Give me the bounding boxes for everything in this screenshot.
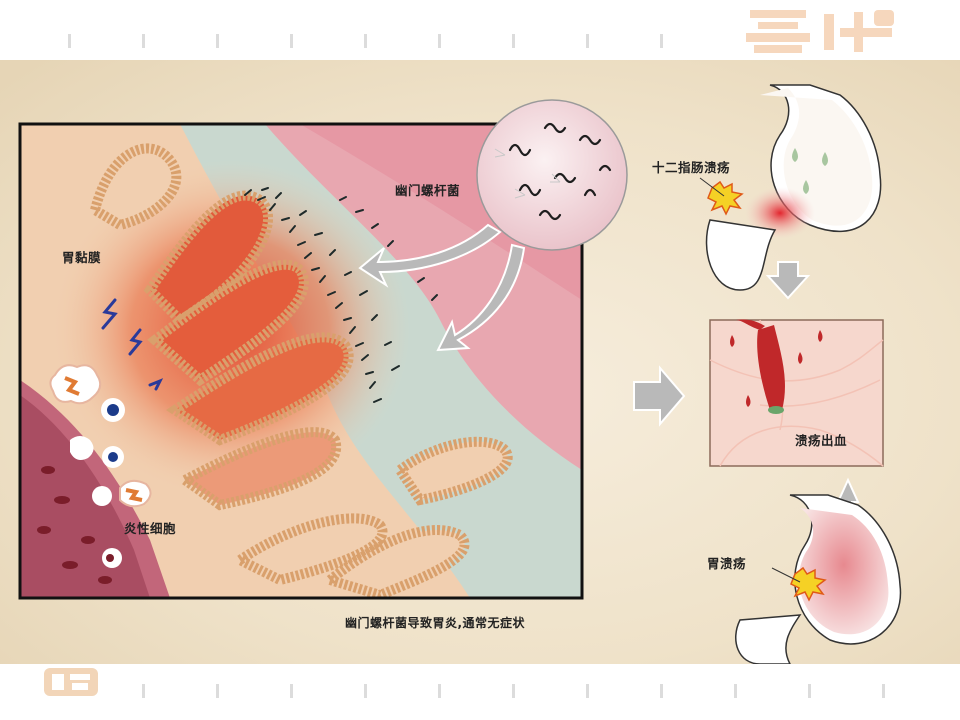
figure-caption: 幽门螺杆菌导致胃炎,通常无症状 [345, 616, 526, 630]
bottom-ruler-strip [0, 664, 960, 720]
gastric-villi [89, 143, 513, 598]
bacteria-magnifier-icon [476, 99, 628, 251]
ruler-tick [290, 34, 293, 48]
label-h-pylori: 幽门螺杆菌 [395, 183, 461, 198]
blood-cells [37, 466, 112, 584]
ruler-tick [808, 684, 811, 698]
ruler-tick [68, 34, 71, 48]
ruler-tick [660, 684, 663, 698]
label-ulcer-bleeding: 溃疡出血 [795, 433, 848, 448]
ruler-tick [438, 684, 441, 698]
label-gastric-ulcer: 胃溃疡 [707, 556, 747, 571]
ruler-tick [586, 684, 589, 698]
corner-logo [746, 10, 894, 53]
label-inflammatory-cells: 炎性细胞 [124, 521, 177, 536]
ruler-tick [660, 34, 663, 48]
panel-frame [18, 122, 584, 600]
right-arrow-icon [633, 365, 686, 427]
ruler-tick [142, 684, 145, 698]
ruler-tick [216, 34, 219, 48]
ruler-tick [882, 684, 885, 698]
gastric-illustration [0, 60, 960, 664]
ruler-tick [364, 34, 367, 48]
label-duodenal-ulcer: 十二指肠溃疡 [652, 160, 731, 175]
top-ruler-strip [0, 0, 960, 60]
ruler-tick [734, 684, 737, 698]
ruler-tick [438, 34, 441, 48]
ruler-tick [586, 34, 589, 48]
curved-arrow-icon [358, 223, 526, 352]
ruler-tick [216, 684, 219, 698]
ruler-tick [512, 34, 515, 48]
ulcer-bleeding-panel [709, 319, 884, 467]
stomach-icon [699, 84, 882, 291]
corner-logo [44, 668, 98, 696]
down-arrow-icon [765, 261, 811, 300]
stomach-icon [735, 494, 902, 664]
explosion-icon [790, 566, 827, 602]
label-gastric-mucosa: 胃黏膜 [62, 250, 102, 265]
ruler-tick [290, 684, 293, 698]
ruler-tick [364, 684, 367, 698]
ruler-tick [142, 34, 145, 48]
inflammatory-cells [49, 364, 152, 568]
bacteria-swarm [244, 187, 438, 403]
lightning-icon [101, 298, 164, 391]
ruler-tick [512, 684, 515, 698]
